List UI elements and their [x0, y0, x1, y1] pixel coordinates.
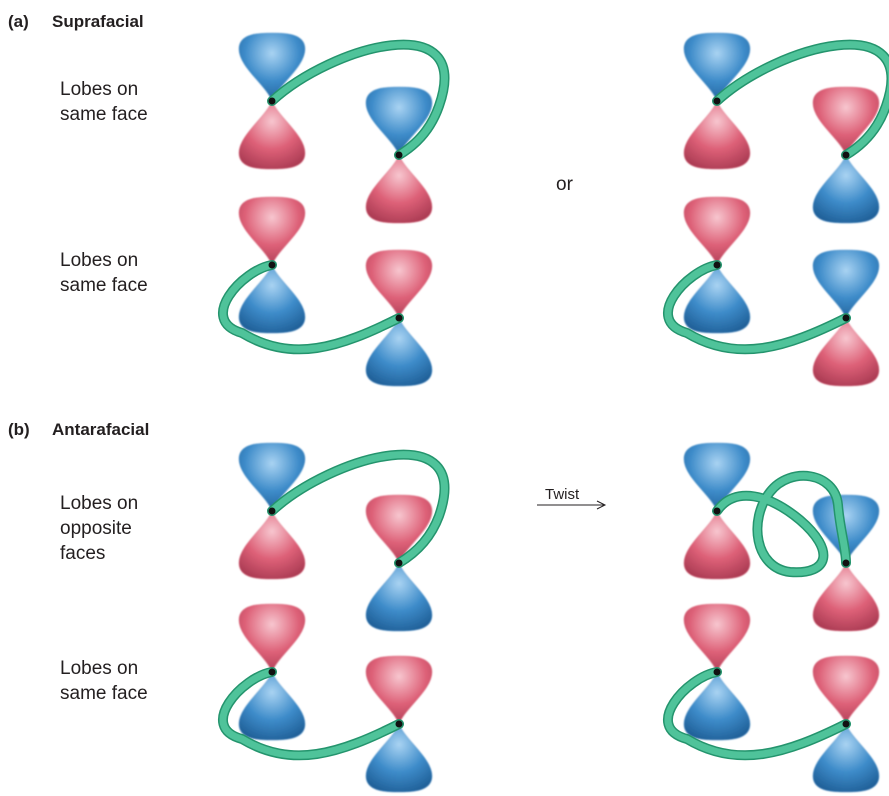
a-right-orbital-4-upper-lobe	[812, 249, 880, 319]
b-right-orbital-4-nucleus	[842, 720, 850, 728]
a-left-orbital-3-nucleus	[268, 261, 276, 269]
b-right-orbital-3-nucleus	[713, 668, 721, 676]
b-left-orbital-4-upper-lobe	[365, 655, 433, 725]
b-left-orbital-3-lower-lobe	[238, 671, 306, 741]
section-b-title: Antarafacial	[52, 420, 150, 439]
a-right-orbital-1-lower-lobe	[683, 100, 751, 170]
b-left-orbital-1-nucleus	[268, 507, 276, 515]
b-left-orbital-3-nucleus	[268, 668, 276, 676]
b-left-orbital-3-upper-lobe	[238, 603, 306, 673]
twist-arrow-head	[596, 500, 607, 510]
b-right-orbital-1-lower-lobe	[683, 510, 751, 580]
a-left-top-ribbon	[268, 41, 448, 159]
twist-label: Twist	[545, 486, 580, 503]
a-right-orbital-3-nucleus	[713, 261, 721, 269]
a-left-orbital-3-lower-lobe	[238, 264, 306, 334]
a-left-orbital-1-lower-lobe	[238, 100, 306, 170]
a-right-orbital-4-nucleus	[842, 314, 850, 322]
a-right-bottom-ribbon	[664, 261, 850, 353]
b-right-orbital-2-lower-lobe	[812, 562, 880, 632]
b-left-orbital-2-lower-lobe	[365, 562, 433, 632]
a-left-orbital-4-nucleus	[395, 314, 403, 322]
a-left-orbital-2-lower-lobe	[365, 154, 433, 224]
a-left-orbital-2-upper-lobe	[365, 86, 433, 156]
a-right-top-ribbon	[713, 41, 889, 159]
b-right-orbital-1-upper-lobe	[683, 442, 751, 512]
a-left-orbital-1-upper-lobe	[238, 32, 306, 102]
b-left-orbital-2-upper-lobe	[365, 494, 433, 564]
b-right-bottom-ribbon	[664, 668, 850, 759]
a-right-orbital-4-lower-lobe	[812, 317, 880, 387]
a-right-orbital-3-upper-lobe	[683, 196, 751, 266]
section-b-heading: (b) Antarafacial	[8, 420, 149, 440]
b-right-orbital-2-nucleus	[842, 559, 850, 567]
b-left-top-ribbon	[268, 451, 448, 567]
b-left-orbital-1-lower-lobe	[238, 510, 306, 580]
a-left-orbital-4-lower-lobe	[365, 317, 433, 387]
b-left-orbital-4-lower-lobe	[365, 723, 433, 793]
b-right-orbital-3-lower-lobe	[683, 671, 751, 741]
section-b-caption-top: Lobes on opposite faces	[60, 493, 139, 564]
b-right-twisted-ribbon	[713, 472, 850, 576]
section-a-caption-top: Lobes on same face	[60, 79, 148, 125]
a-left-orbital-4-upper-lobe	[365, 249, 433, 319]
a-right-orbital-2-nucleus	[842, 151, 850, 159]
b-left-orbital-2-nucleus	[395, 559, 403, 567]
section-a-title: Suprafacial	[52, 12, 144, 31]
a-left-orbital-2-nucleus	[395, 151, 403, 159]
section-b-caption-bottom: Lobes on same face	[60, 658, 148, 704]
a-left-orbital-3-upper-lobe	[238, 196, 306, 266]
b-right-orbital-4-upper-lobe	[812, 655, 880, 725]
b-left-orbital-4-nucleus	[395, 720, 403, 728]
section-b-label: (b)	[8, 420, 30, 439]
b-left-bottom-ribbon	[219, 668, 403, 759]
b-right-orbital-3-upper-lobe	[683, 603, 751, 673]
section-a-heading: (a) Suprafacial	[8, 12, 144, 32]
section-a-label: (a)	[8, 12, 29, 31]
b-right-orbital-1-nucleus	[713, 507, 721, 515]
a-right-orbital-2-upper-lobe	[812, 86, 880, 156]
a-right-orbital-3-lower-lobe	[683, 264, 751, 334]
a-left-orbital-1-nucleus	[268, 97, 276, 105]
a-right-orbital-1-nucleus	[713, 97, 721, 105]
or-connector: or	[556, 174, 573, 195]
a-right-orbital-1-upper-lobe	[683, 32, 751, 102]
b-right-orbital-4-lower-lobe	[812, 723, 880, 793]
a-right-orbital-2-lower-lobe	[812, 154, 880, 224]
section-a-caption-bottom: Lobes on same face	[60, 250, 148, 296]
a-left-bottom-ribbon	[219, 261, 403, 353]
b-left-orbital-1-upper-lobe	[238, 442, 306, 512]
